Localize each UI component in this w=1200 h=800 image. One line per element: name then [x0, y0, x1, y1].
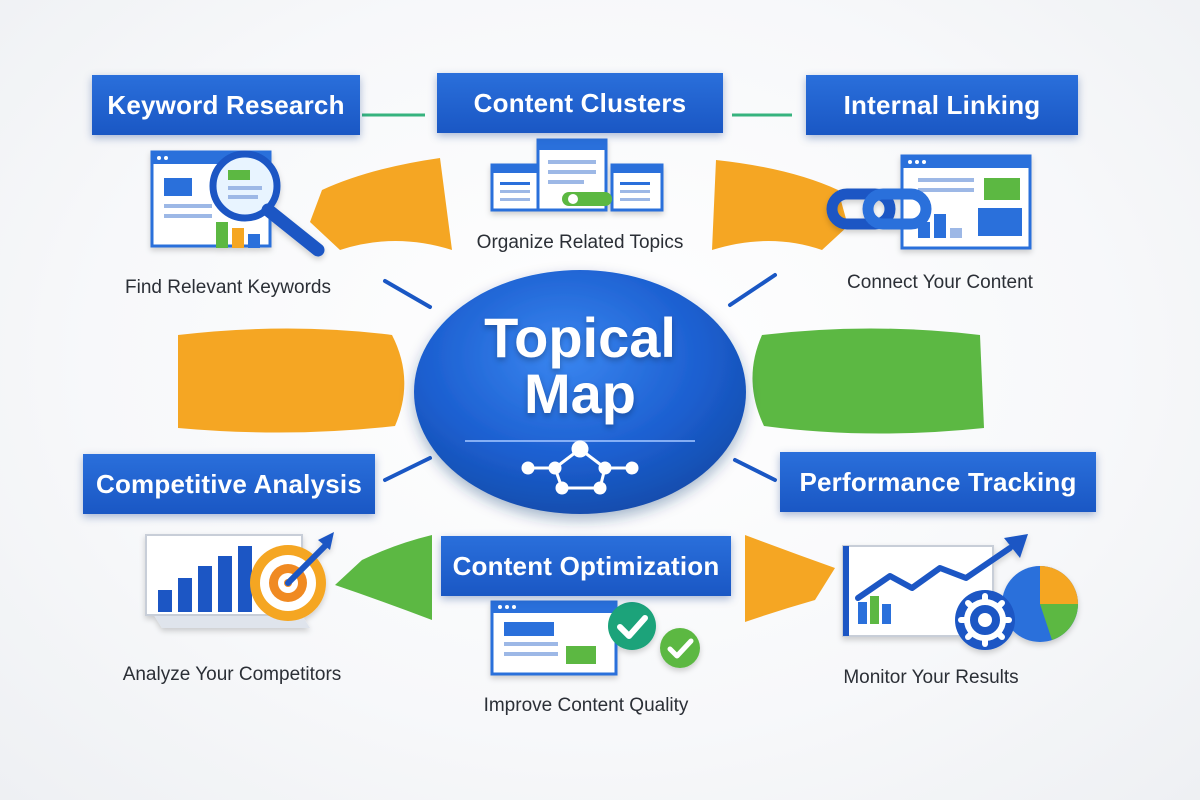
chain-link-icon — [826, 154, 1032, 250]
trend-chart-gear-icon — [842, 534, 1078, 650]
orange-ribbon-bottom-right — [745, 535, 835, 622]
network-nodes-icon — [521, 440, 639, 495]
title-internal-linking: Internal Linking — [806, 75, 1078, 135]
title-content-clusters: Content Clusters — [437, 73, 723, 133]
caption-performance-tracking: Monitor Your Results — [843, 667, 1019, 688]
caption-content-optimization: Improve Content Quality — [483, 695, 689, 716]
green-ribbon-right — [752, 328, 984, 434]
spoke-line — [733, 458, 777, 482]
title-keyword-research: Keyword Research — [92, 75, 360, 135]
title-performance-tracking: Performance Tracking — [780, 452, 1096, 512]
orange-ribbon-left — [178, 328, 405, 433]
green-ribbon-bottom-left — [335, 535, 432, 620]
caption-competitive-analysis: Analyze Your Competitors — [122, 664, 342, 685]
orange-ribbon-top-right — [712, 160, 848, 250]
spoke-line — [383, 279, 432, 309]
bar-chart-target-icon — [145, 532, 334, 628]
center-title-line2: Map — [524, 362, 636, 425]
magnifier-report-icon — [150, 150, 325, 257]
center-title: Topical Map — [415, 310, 745, 422]
spoke-line — [728, 273, 777, 307]
title-competitive-analysis: Competitive Analysis — [83, 454, 375, 514]
caption-keyword-research: Find Relevant Keywords — [125, 277, 331, 298]
title-content-optimization: Content Optimization — [441, 536, 731, 596]
checkmark-badges-icon — [490, 600, 700, 676]
caption-internal-linking: Connect Your Content — [847, 272, 1033, 293]
center-oval — [414, 270, 746, 514]
center-title-line1: Topical — [484, 306, 676, 369]
caption-content-clusters: Organize Related Topics — [476, 232, 684, 253]
linked-pages-icon — [490, 138, 664, 212]
orange-ribbon-top-left — [310, 158, 452, 250]
spoke-line — [383, 456, 432, 482]
